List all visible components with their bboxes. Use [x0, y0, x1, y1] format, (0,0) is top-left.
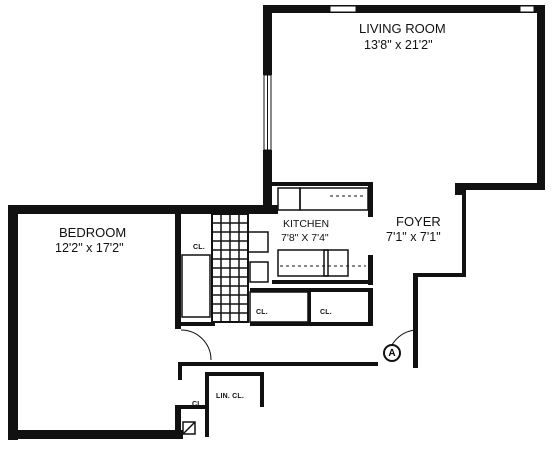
- foyer-label: FOYER: [396, 214, 441, 229]
- bath-fixtures: [181, 254, 309, 323]
- bedroom-closet-label: CL.: [193, 244, 205, 251]
- hall-closet-label: CL.: [192, 401, 204, 408]
- bedroom-label: BEDROOM: [59, 225, 127, 240]
- kitchen-right-wall: [368, 255, 373, 285]
- closets-right-wall: [368, 288, 373, 326]
- foyer-corner: [455, 183, 463, 195]
- living-room-left-wall-upper: [263, 5, 272, 75]
- living-room-left-wall-lower: [263, 150, 272, 205]
- hall-wall-stub: [178, 362, 182, 380]
- kitchen-label: KITCHEN: [283, 218, 330, 230]
- closets-bottom-wall: [250, 322, 373, 326]
- living-room-bottom-wall: [455, 183, 545, 190]
- living-room-label: LIVING ROOM: [359, 21, 446, 36]
- kitchen-counter-top: [272, 182, 372, 186]
- linen-closet-label: LIN. CL.: [216, 393, 245, 400]
- chase: [182, 421, 196, 435]
- closets-divider: [308, 292, 311, 324]
- walls: [8, 5, 545, 440]
- kitchen-counter-right: [368, 182, 373, 217]
- hall-wall: [178, 362, 378, 366]
- range: [277, 187, 301, 211]
- foyer-dimensions: 7'1" x 7'1": [386, 230, 441, 244]
- bedroom-top-wall: [8, 205, 278, 214]
- kitchen-bottom-wall: [272, 280, 372, 284]
- kitchen-top-wall: [250, 205, 278, 209]
- living-room-top-wall: [263, 5, 545, 13]
- kitchen-closet-right-label: CL.: [320, 309, 332, 316]
- sink: [323, 249, 349, 277]
- bedroom-bottom-wall: [8, 430, 183, 439]
- living-room-top-window-right: [519, 5, 535, 13]
- closets-top-wall: [250, 288, 373, 292]
- bedroom-right-wall: [175, 214, 181, 329]
- linen-closet-left: [205, 372, 209, 437]
- hall-closet-top: [178, 405, 208, 409]
- living-room-right-wall: [537, 5, 545, 190]
- entry-marker: A: [383, 344, 401, 362]
- upper-counter: [299, 187, 369, 211]
- bedroom-dimensions: 12'2" x 17'2": [55, 241, 124, 255]
- linen-closet-top: [205, 372, 263, 376]
- foyer-left-wall: [413, 273, 418, 368]
- counter-dashes: [280, 195, 366, 267]
- bathroom-tile-grid: [211, 213, 249, 323]
- living-room-top-window: [329, 5, 357, 13]
- foyer-bottom-wall: [413, 273, 466, 277]
- bath-bottom-wall: [175, 322, 215, 326]
- cabinet: [249, 261, 269, 283]
- kitchen-closet-left-label: CL.: [256, 309, 268, 316]
- linen-closet-right: [260, 372, 264, 407]
- living-room-dimensions: 13'8" x 21'2": [364, 38, 433, 52]
- kitchen-dimensions: 7'8" X 7'4": [281, 232, 329, 244]
- hall-closet-left: [175, 405, 181, 439]
- closet-left: [249, 291, 309, 323]
- lower-counter: [277, 249, 329, 277]
- foyer-right-wall: [462, 190, 466, 275]
- bedroom-left-wall: [8, 205, 18, 440]
- bedroom-door-swing: [180, 329, 212, 361]
- tub: [181, 254, 211, 318]
